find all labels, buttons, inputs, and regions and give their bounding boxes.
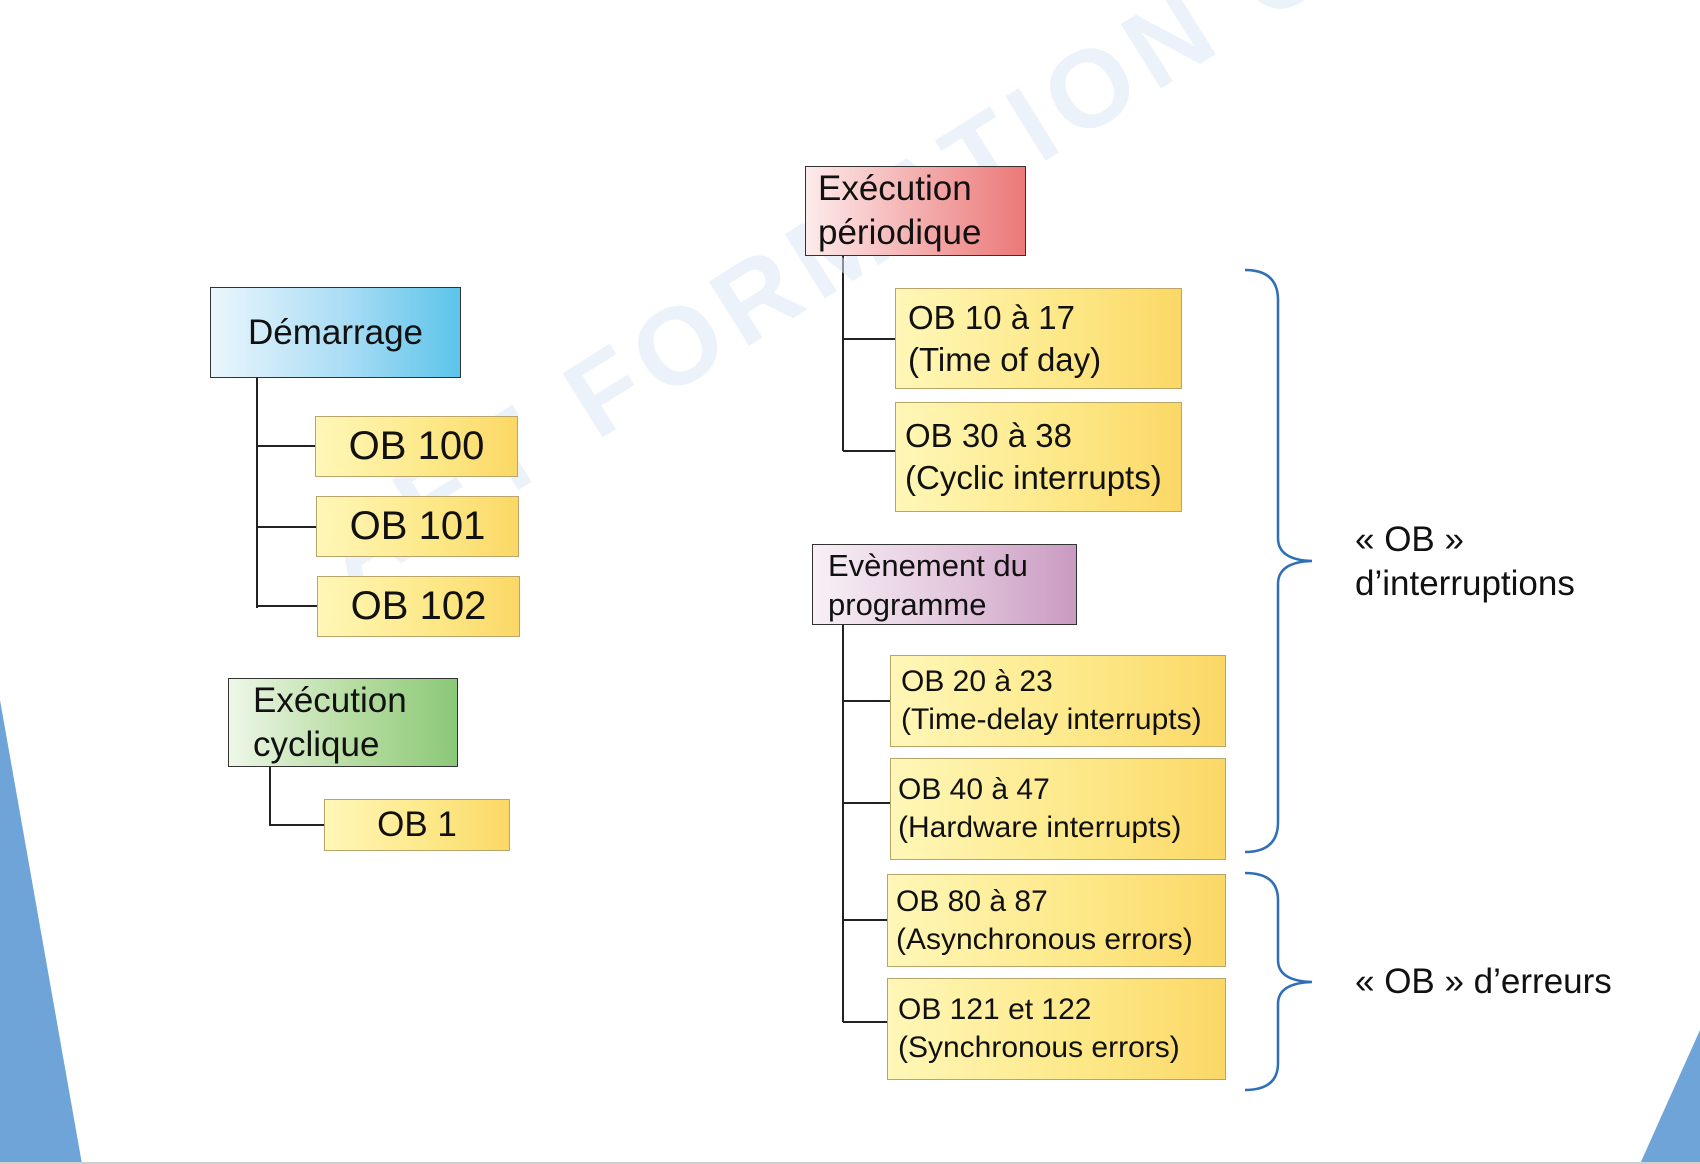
ob-10-17-line1: OB 10 à 17 [908,298,1075,336]
errors-brace [1244,871,1313,1092]
periodic-title-line1: Exécution [818,169,972,208]
cyclic-header: Exécution cyclique [228,678,458,767]
ob-20-23-line1: OB 20 à 23 [901,665,1053,698]
ob-40-47-line1: OB 40 à 47 [898,773,1050,806]
ob-40-47-box: OB 40 à 47 (Hardware interrupts) [890,758,1226,860]
corner-accent-right [1640,1030,1700,1164]
event-title-line2: programme [828,586,987,622]
periodic-header: Exécution périodique [805,166,1026,256]
startup-title: Démarrage [247,312,424,352]
ob-101-box: OB 101 [316,496,519,557]
ob-30-38-line2: (Cyclic interrupts) [905,459,1162,496]
interruptions-label: « OB » d’interruptions [1355,518,1575,606]
ob-121-122-line2: (Synchronous errors) [898,1031,1180,1064]
ob-80-87-box: OB 80 à 87 (Asynchronous errors) [887,874,1226,967]
errors-label: « OB » d’erreurs [1355,962,1612,1001]
ob-100-label: OB 100 [348,424,485,468]
ob-100-box: OB 100 [315,416,518,477]
ob-10-17-box: OB 10 à 17 (Time of day) [895,288,1182,389]
interruptions-label-line2: d’interruptions [1355,564,1575,603]
ob-20-23-line2: (Time-delay interrupts) [901,703,1202,736]
event-header: Evènement du programme [812,544,1077,625]
cyclic-title-line2: cyclique [253,724,380,764]
periodic-title-line2: périodique [818,213,982,252]
ob-30-38-line1: OB 30 à 38 [905,417,1072,454]
ob-10-17-line2: (Time of day) [908,340,1102,378]
ob-121-122-line1: OB 121 et 122 [898,993,1092,1026]
ob-20-23-box: OB 20 à 23 (Time-delay interrupts) [890,655,1226,747]
ob-1-label: OB 1 [377,805,457,844]
ob-102-box: OB 102 [317,576,520,637]
ob-80-87-line1: OB 80 à 87 [896,884,1048,918]
corner-accent-left [0,700,82,1164]
ob-40-47-line2: (Hardware interrupts) [898,811,1182,844]
ob-102-label: OB 102 [350,584,487,628]
ob-1-box: OB 1 [324,799,510,851]
ob-80-87-line2: (Asynchronous errors) [896,922,1193,956]
ob-101-label: OB 101 [349,504,486,548]
cyclic-title-line1: Exécution [253,680,407,720]
interruptions-brace [1244,268,1313,854]
ob-121-122-box: OB 121 et 122 (Synchronous errors) [887,978,1226,1080]
event-title-line1: Evènement du [828,547,1028,583]
ob-30-38-box: OB 30 à 38 (Cyclic interrupts) [895,402,1182,512]
cyclic-connector [269,766,324,826]
startup-header: Démarrage [210,287,461,378]
interruptions-label-line1: « OB » [1355,520,1464,559]
